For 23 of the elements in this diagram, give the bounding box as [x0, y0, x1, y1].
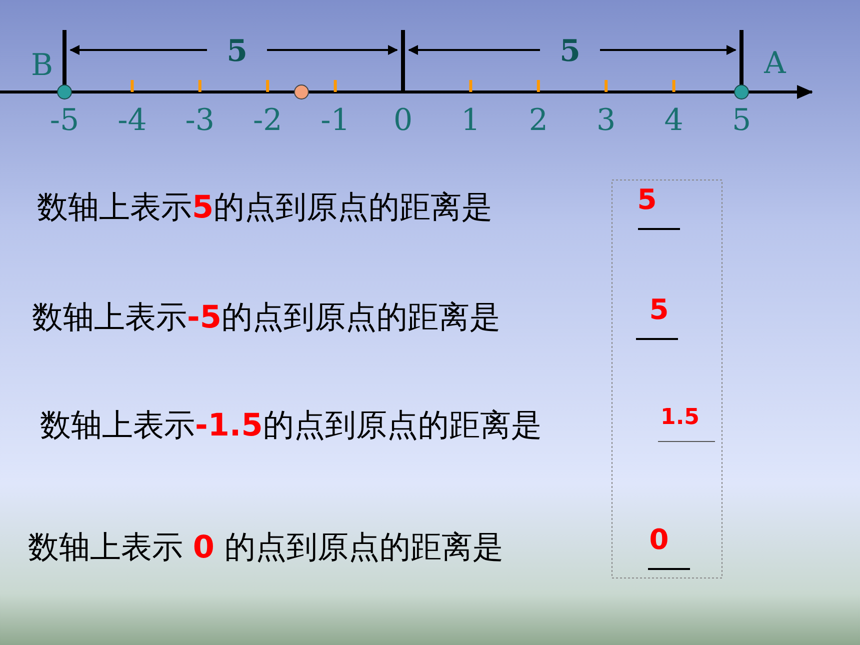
answer-text: 5	[649, 296, 669, 324]
answer-text: 5	[637, 186, 657, 214]
question-text: 数轴上表示 0 的点到原点的距离是	[28, 532, 504, 564]
tick-label: 0	[393, 106, 413, 136]
tick-label: 3	[596, 106, 616, 136]
tick-label: 5	[732, 106, 752, 136]
question-text: 数轴上表示5的点到原点的距离是	[37, 192, 493, 224]
question-text: 数轴上表示-5的点到原点的距离是	[32, 302, 500, 334]
question-text: 数轴上表示-1.5的点到原点的距离是	[40, 410, 542, 442]
tick-label: 4	[664, 106, 684, 136]
point-label: A	[764, 49, 786, 79]
answer-text: 0	[649, 526, 669, 554]
tick-label: -4	[118, 106, 147, 136]
tick-label: -1	[320, 106, 350, 136]
tick-label: 1	[461, 106, 480, 136]
distance-label: 5	[226, 37, 248, 67]
answer-text: 1.5	[660, 407, 700, 429]
point-label: B	[30, 51, 54, 81]
tick-label: 2	[528, 106, 548, 136]
tick-label: -3	[185, 106, 214, 136]
tick-label: -2	[252, 106, 282, 136]
distance-label: 5	[560, 37, 580, 67]
tick-label: -5	[50, 106, 80, 136]
